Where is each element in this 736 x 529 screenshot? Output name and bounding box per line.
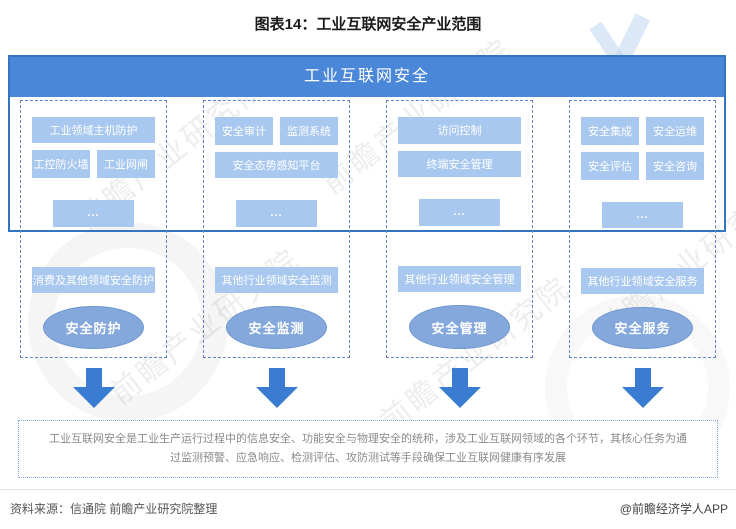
ellipsis-box: ... <box>52 200 135 227</box>
ellipsis-box: ... <box>601 202 684 228</box>
sub-item-box: 安全态势感知平台 <box>215 152 338 179</box>
summary-text: 工业互联网安全是工业生产运行过程中的信息安全、功能安全与物理安全的统称，涉及工业… <box>49 433 687 464</box>
category-ellipse: 安全管理 <box>409 305 510 349</box>
sub-item-box: 安全运维 <box>646 117 704 145</box>
sub-item-box: 安全咨询 <box>646 152 704 180</box>
summary-box: 工业互联网安全是工业生产运行过程中的信息安全、功能安全与物理安全的统称，涉及工业… <box>18 420 718 478</box>
sub-item-box: 访问控制 <box>398 117 521 144</box>
main-header: 工业互联网安全 <box>10 57 724 97</box>
brand-credit: @前瞻经济学人APP <box>619 502 728 516</box>
sub-item-box: 安全评估 <box>581 152 639 180</box>
footer-divider <box>0 489 736 490</box>
main-container: 工业互联网安全 <box>8 55 726 232</box>
category-ellipse: 安全服务 <box>592 306 693 350</box>
column-security-management: 访问控制 终端安全管理 ... 其他行业领域安全管理 安全管理 <box>386 100 533 358</box>
ellipsis-box: ... <box>235 200 318 227</box>
sub-item-box: 安全集成 <box>581 117 639 145</box>
category-label-box: 其他行业领域安全监测 <box>215 266 338 293</box>
arrows-row <box>20 368 716 410</box>
column-security-services: 安全集成 安全运维 安全评估 安全咨询 ... 其他行业领域安全服务 安全服务 <box>569 100 716 358</box>
sub-item-box: 工业领域主机防护 <box>32 117 155 144</box>
ellipsis-box: ... <box>418 199 501 226</box>
figure-title: 图表14：工业互联网安全产业范围 <box>254 16 482 33</box>
category-label-box: 消费及其他领域安全防护 <box>32 266 155 293</box>
column-security-protection: 工业领域主机防护 工控防火墙 工业网闸 ... 消费及其他领域安全防护 安全防护 <box>20 100 167 358</box>
sub-item-box: 工控防火墙 <box>32 150 90 179</box>
category-columns: 工业领域主机防护 工控防火墙 工业网闸 ... 消费及其他领域安全防护 安全防护… <box>20 100 716 358</box>
down-arrow-icon <box>255 368 298 408</box>
column-security-monitoring: 安全审计 监测系统 安全态势感知平台 ... 其他行业领域安全监测 安全监测 <box>203 100 350 358</box>
category-label-box: 其他行业领域安全服务 <box>581 267 704 294</box>
source-note: 资料来源：信通院 前瞻产业研究院整理 <box>10 502 218 516</box>
down-arrow-icon <box>72 368 115 408</box>
category-label-box: 其他行业领域安全管理 <box>398 265 521 293</box>
category-ellipse: 安全监测 <box>226 305 327 349</box>
down-arrow-icon <box>438 368 481 408</box>
sub-item-box: 终端安全管理 <box>398 150 521 178</box>
sub-item-box: 工业网闸 <box>97 150 155 179</box>
sub-item-box: 安全审计 <box>215 117 273 145</box>
category-ellipse: 安全防护 <box>43 305 144 349</box>
down-arrow-icon <box>621 368 664 408</box>
sub-item-box: 监测系统 <box>280 117 338 145</box>
